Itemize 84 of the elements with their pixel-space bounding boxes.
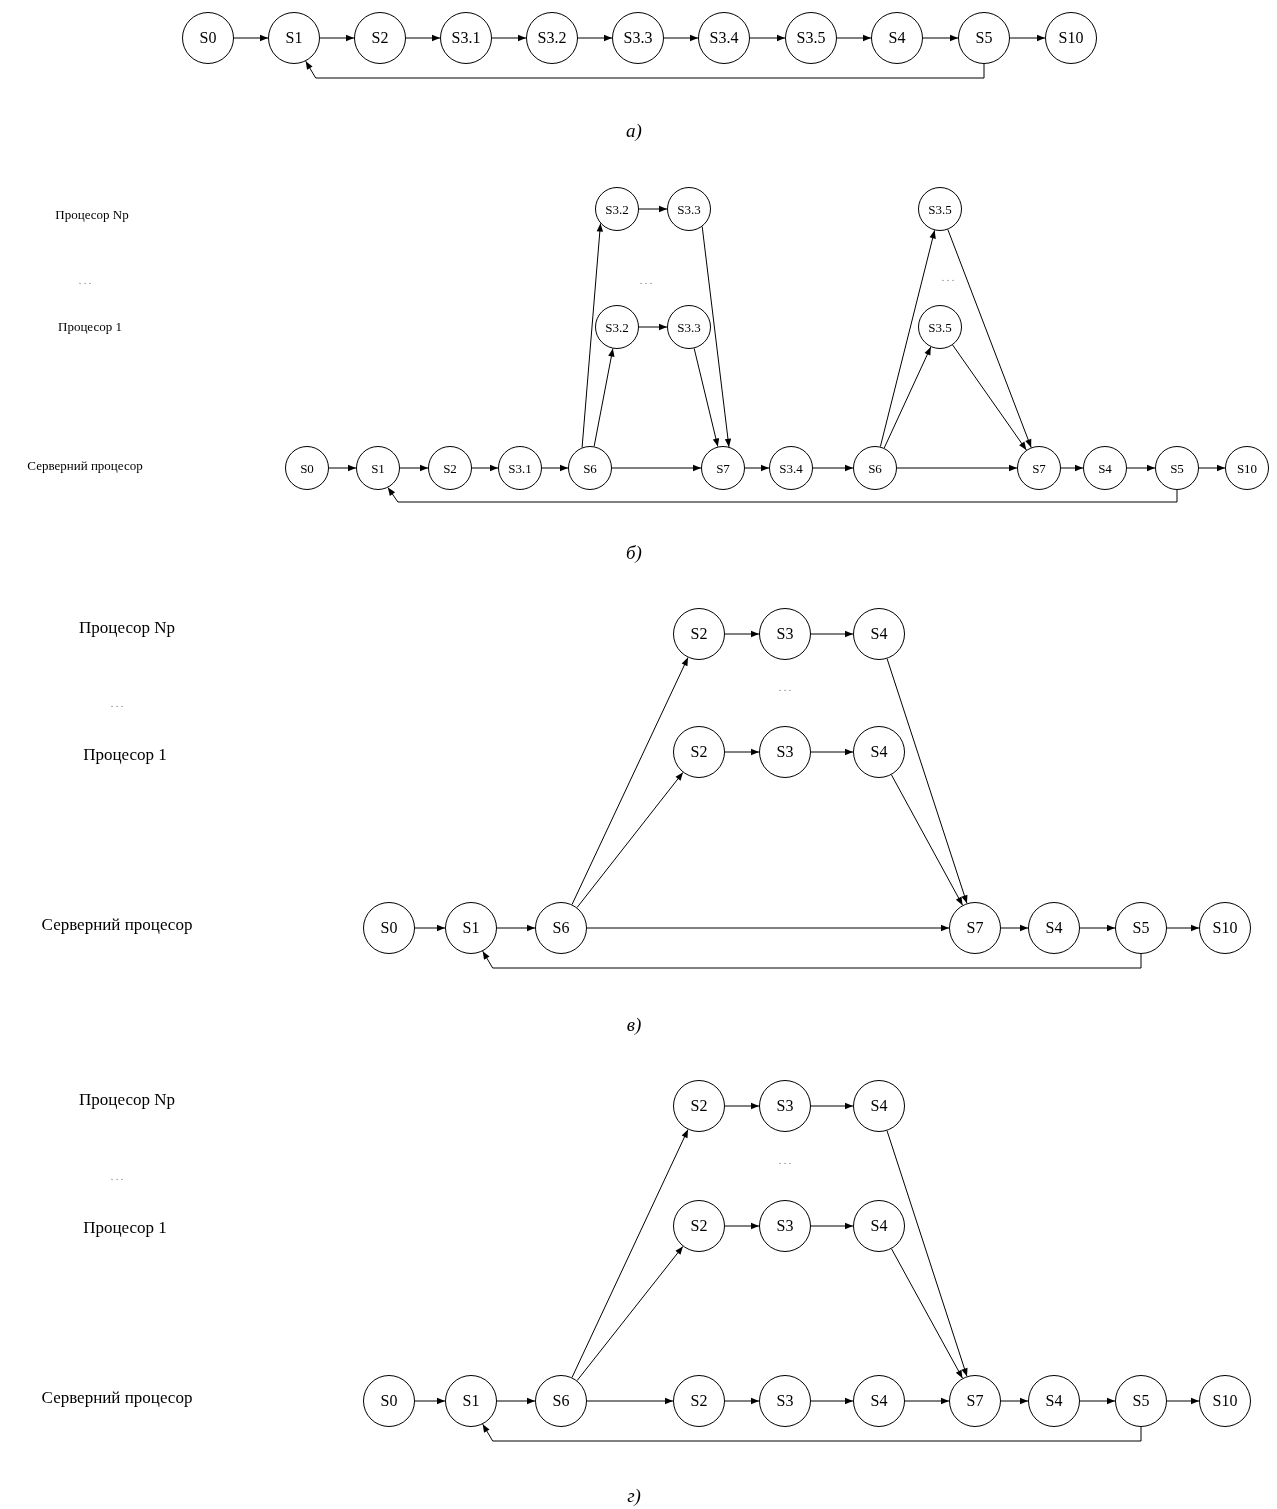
arrow bbox=[724, 748, 760, 756]
arrow bbox=[886, 658, 968, 904]
arrow bbox=[593, 348, 615, 447]
arrow bbox=[233, 34, 269, 42]
arrow bbox=[896, 464, 1018, 472]
arrow bbox=[693, 347, 720, 448]
arrow bbox=[724, 1222, 760, 1230]
arrow bbox=[879, 229, 936, 448]
arrow bbox=[1000, 1397, 1029, 1405]
arrow bbox=[952, 344, 1027, 451]
arrow bbox=[724, 1397, 760, 1405]
arrow bbox=[1166, 1397, 1200, 1405]
arrow bbox=[496, 924, 536, 932]
arrow bbox=[810, 1397, 854, 1405]
arrow bbox=[1009, 34, 1046, 42]
ellipsis-text: . . . bbox=[639, 276, 653, 286]
arrow bbox=[638, 323, 668, 331]
arrow bbox=[405, 34, 441, 42]
subfigure-caption: а) bbox=[626, 120, 642, 140]
arrow bbox=[891, 1248, 963, 1379]
row-label: Процесор 1 bbox=[58, 319, 122, 333]
arrow bbox=[496, 1397, 536, 1405]
arrow bbox=[922, 34, 959, 42]
ellipsis-text: . . . bbox=[110, 1172, 124, 1182]
arrow bbox=[571, 1129, 689, 1378]
arrow bbox=[836, 34, 872, 42]
arrow bbox=[1126, 464, 1156, 472]
arrow bbox=[482, 950, 1142, 969]
arrow bbox=[586, 924, 950, 932]
arrow bbox=[471, 464, 499, 472]
row-label: Серверний процесор bbox=[27, 458, 143, 472]
ellipsis-text: . . . bbox=[778, 683, 792, 693]
arrow bbox=[744, 464, 770, 472]
arrow bbox=[1060, 464, 1084, 472]
ellipsis-text: . . . bbox=[941, 273, 955, 283]
arrow bbox=[576, 1245, 684, 1382]
row-label: Процесор Np bbox=[55, 207, 129, 221]
subfigure-caption: в) bbox=[626, 1014, 642, 1034]
arrow bbox=[328, 464, 357, 472]
arrow bbox=[399, 464, 429, 472]
arrow bbox=[701, 226, 732, 448]
arrow bbox=[387, 487, 1178, 503]
ellipsis-text: . . . bbox=[778, 1156, 792, 1166]
arrow bbox=[414, 924, 446, 932]
subfigure-caption: г) bbox=[627, 1485, 641, 1505]
arrow bbox=[724, 1102, 760, 1110]
arrow bbox=[1198, 464, 1226, 472]
arrow bbox=[576, 771, 684, 909]
row-label: Процесор Np bbox=[79, 1090, 175, 1108]
arrow bbox=[1079, 1397, 1116, 1405]
arrow bbox=[810, 1222, 854, 1230]
arrow bbox=[571, 657, 689, 905]
arrow bbox=[749, 34, 786, 42]
arrow bbox=[1166, 924, 1200, 932]
row-label: Серверний процесор bbox=[41, 915, 193, 933]
arrow bbox=[947, 229, 1032, 448]
ellipsis-text: . . . bbox=[78, 276, 92, 286]
arrow bbox=[1079, 924, 1116, 932]
arrow bbox=[541, 464, 569, 472]
ellipsis-text: . . . bbox=[110, 699, 124, 709]
arrow bbox=[1000, 924, 1029, 932]
row-label: Процесор 1 bbox=[83, 1218, 167, 1236]
arrow bbox=[414, 1397, 446, 1405]
arrow bbox=[638, 205, 668, 213]
arrow bbox=[890, 774, 964, 906]
arrow bbox=[663, 34, 699, 42]
arrow bbox=[886, 1130, 968, 1377]
arrow bbox=[586, 1397, 674, 1405]
arrow bbox=[724, 630, 760, 638]
arrow bbox=[812, 464, 854, 472]
row-label: Процесор Np bbox=[79, 618, 175, 636]
arrow bbox=[611, 464, 702, 472]
arrow bbox=[305, 60, 985, 79]
subfigure-caption: б) bbox=[626, 542, 642, 562]
arrow bbox=[810, 748, 854, 756]
arrow bbox=[810, 1102, 854, 1110]
arrow bbox=[577, 34, 613, 42]
row-label: Процесор 1 bbox=[83, 745, 167, 763]
arrow bbox=[904, 1397, 950, 1405]
arrow bbox=[482, 1423, 1142, 1442]
arrow bbox=[319, 34, 355, 42]
row-label: Серверний процесор bbox=[41, 1388, 193, 1406]
arrow bbox=[491, 34, 527, 42]
arrow bbox=[810, 630, 854, 638]
